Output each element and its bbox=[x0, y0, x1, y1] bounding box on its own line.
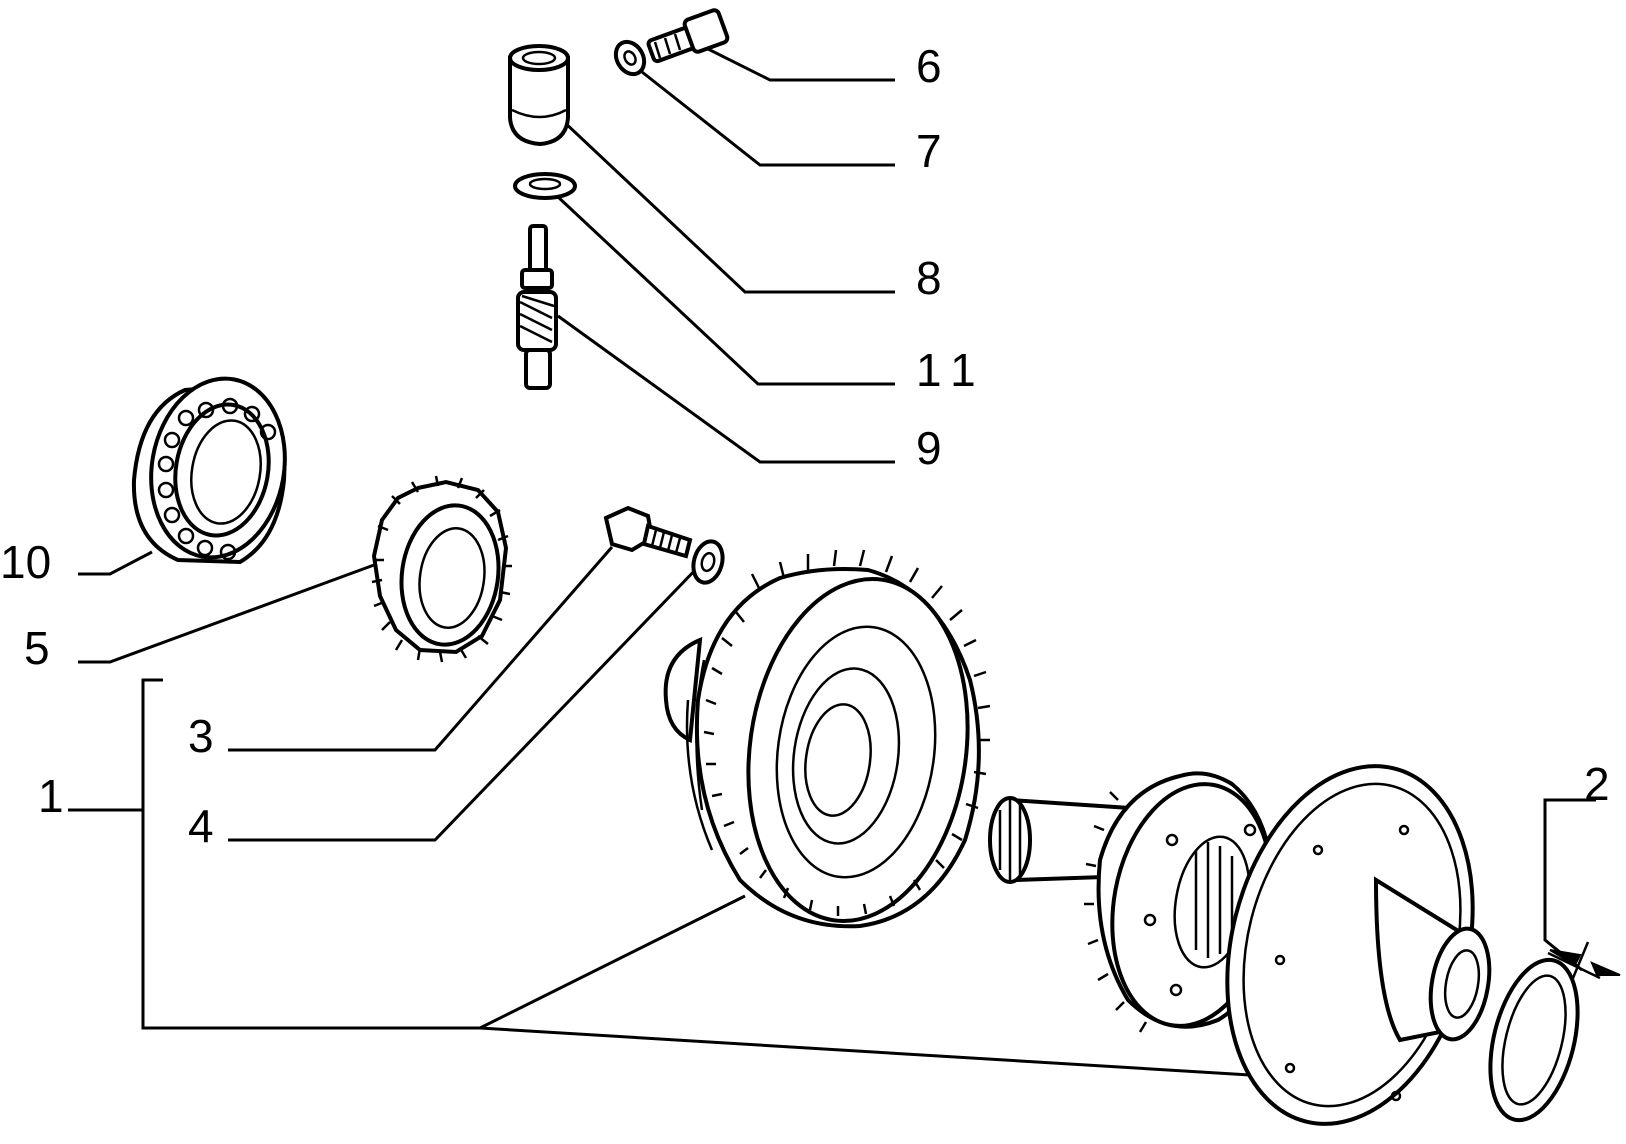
bearing-balls bbox=[157, 397, 277, 561]
leader-5 bbox=[78, 563, 375, 664]
part-1-flange bbox=[1225, 764, 1492, 1126]
part-7-washer bbox=[613, 39, 647, 77]
callout-11: 11 bbox=[916, 344, 988, 396]
leader-8 bbox=[560, 118, 895, 294]
callout-8: 8 bbox=[916, 252, 942, 304]
crown-wheel-teeth bbox=[703, 549, 991, 916]
leader-7 bbox=[641, 70, 895, 167]
part-3-bolt bbox=[603, 505, 693, 559]
part-2-seal bbox=[1488, 957, 1580, 1123]
part-1-crown-wheel bbox=[663, 549, 991, 929]
callout-2: 2 bbox=[1584, 758, 1610, 810]
leader-3 bbox=[228, 546, 614, 752]
callout-7: 7 bbox=[916, 125, 942, 177]
leader-9 bbox=[557, 314, 895, 464]
callout-labels: 6 7 8 11 9 10 5 3 1 4 2 bbox=[0, 40, 1610, 852]
leader-4 bbox=[228, 563, 702, 842]
callout-4: 4 bbox=[188, 800, 214, 852]
part-11-washer bbox=[513, 172, 577, 200]
part-4-washer bbox=[691, 539, 725, 585]
callout-6: 6 bbox=[916, 40, 942, 92]
callout-5: 5 bbox=[24, 622, 50, 674]
part-8-bushing bbox=[508, 44, 570, 147]
part-6-screw bbox=[646, 8, 730, 64]
callout-10: 10 bbox=[0, 536, 51, 588]
callout-1: 1 bbox=[38, 770, 64, 822]
part-10-bearing bbox=[131, 376, 287, 565]
leader-1-crownwheel bbox=[479, 894, 746, 1030]
leader-10 bbox=[78, 550, 153, 576]
leader-lines bbox=[68, 43, 1621, 1077]
part-9-pinion bbox=[516, 224, 558, 390]
leader-2-arrow-left bbox=[1549, 949, 1582, 967]
leader-11 bbox=[555, 194, 895, 386]
callout-3: 3 bbox=[188, 710, 214, 762]
part-5-gear bbox=[371, 475, 512, 663]
leader-1-bracket bbox=[141, 678, 1251, 1077]
callout-9: 9 bbox=[916, 422, 942, 474]
leader-2 bbox=[1543, 798, 1596, 972]
leader-6 bbox=[699, 43, 895, 82]
leader-2-arrow-right bbox=[1590, 961, 1621, 976]
